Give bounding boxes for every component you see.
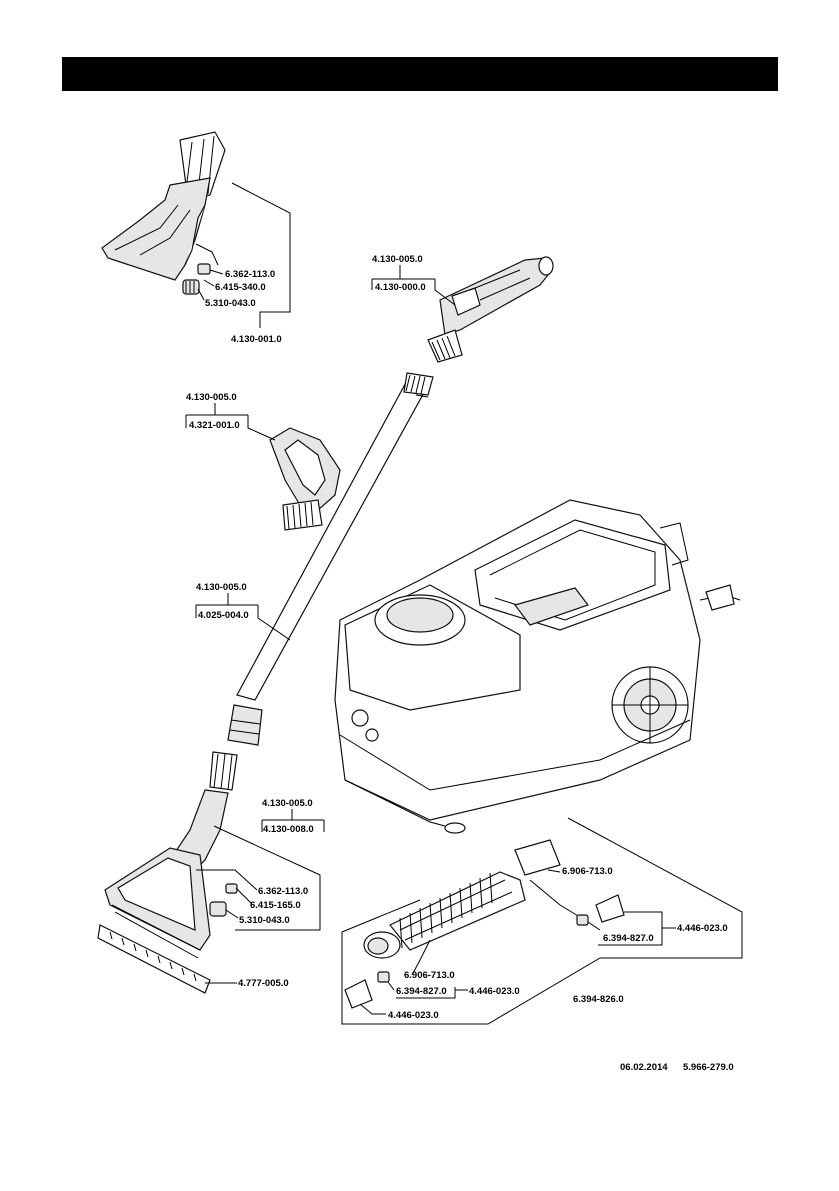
label-4-777-005-0: 4.777-005.0 (238, 978, 289, 989)
label-handle-kit: 4.130-005.0 (372, 254, 423, 265)
label-6-415-340-0: 6.415-340.0 (215, 282, 266, 293)
label-4-446-023-0-left: 4.446-023.0 (388, 1010, 439, 1021)
label-6-906-713-0-right: 6.906-713.0 (562, 866, 613, 877)
label-6-394-826-0: 6.394-826.0 (573, 994, 624, 1005)
handle-drawing (427, 256, 554, 363)
hose-assembly-drawing (341, 817, 743, 1025)
label-4-025-004-0: 4.025-004.0 (198, 610, 249, 621)
footer-date: 06.02.2014 (620, 1062, 668, 1073)
label-6-394-827-0-right: 6.394-827.0 (603, 933, 654, 944)
suction-tube-drawing (227, 372, 434, 746)
label-5-310-043-0-top: 5.310-043.0 (205, 298, 256, 309)
label-5-310-043-0-bottom: 5.310-043.0 (239, 915, 290, 926)
label-4-130-001-0: 4.130-001.0 (231, 334, 282, 345)
machine-body-drawing (334, 499, 741, 834)
label-4-446-023-0-right: 4.446-023.0 (677, 923, 728, 934)
label-6-415-165-0: 6.415-165.0 (250, 900, 301, 911)
hand-grip-drawing (269, 427, 341, 531)
label-4-130-008-0: 4.130-008.0 (263, 824, 314, 835)
label-6-362-113-0-bottom: 6.362-113.0 (258, 886, 308, 897)
footer-doc-number: 5.966-279.0 (683, 1062, 734, 1073)
upholstery-nozzle-drawing (101, 131, 226, 295)
label-floor-kit: 4.130-005.0 (262, 798, 313, 809)
label-4-446-023-0-middle: 4.446-023.0 (469, 986, 520, 997)
label-6-906-713-0-left: 6.906-713.0 (404, 970, 455, 981)
label-grip-kit: 4.130-005.0 (186, 392, 237, 403)
label-6-362-113-0-top: 6.362-113.0 (225, 269, 275, 280)
label-tube-kit: 4.130-005.0 (196, 582, 247, 593)
header-bar (62, 57, 778, 91)
label-4-321-001-0: 4.321-001.0 (189, 420, 240, 431)
label-4-130-000-0: 4.130-000.0 (375, 282, 426, 293)
floor-nozzle-drawing (97, 751, 238, 994)
label-6-394-827-0-left: 6.394-827.0 (396, 986, 447, 997)
